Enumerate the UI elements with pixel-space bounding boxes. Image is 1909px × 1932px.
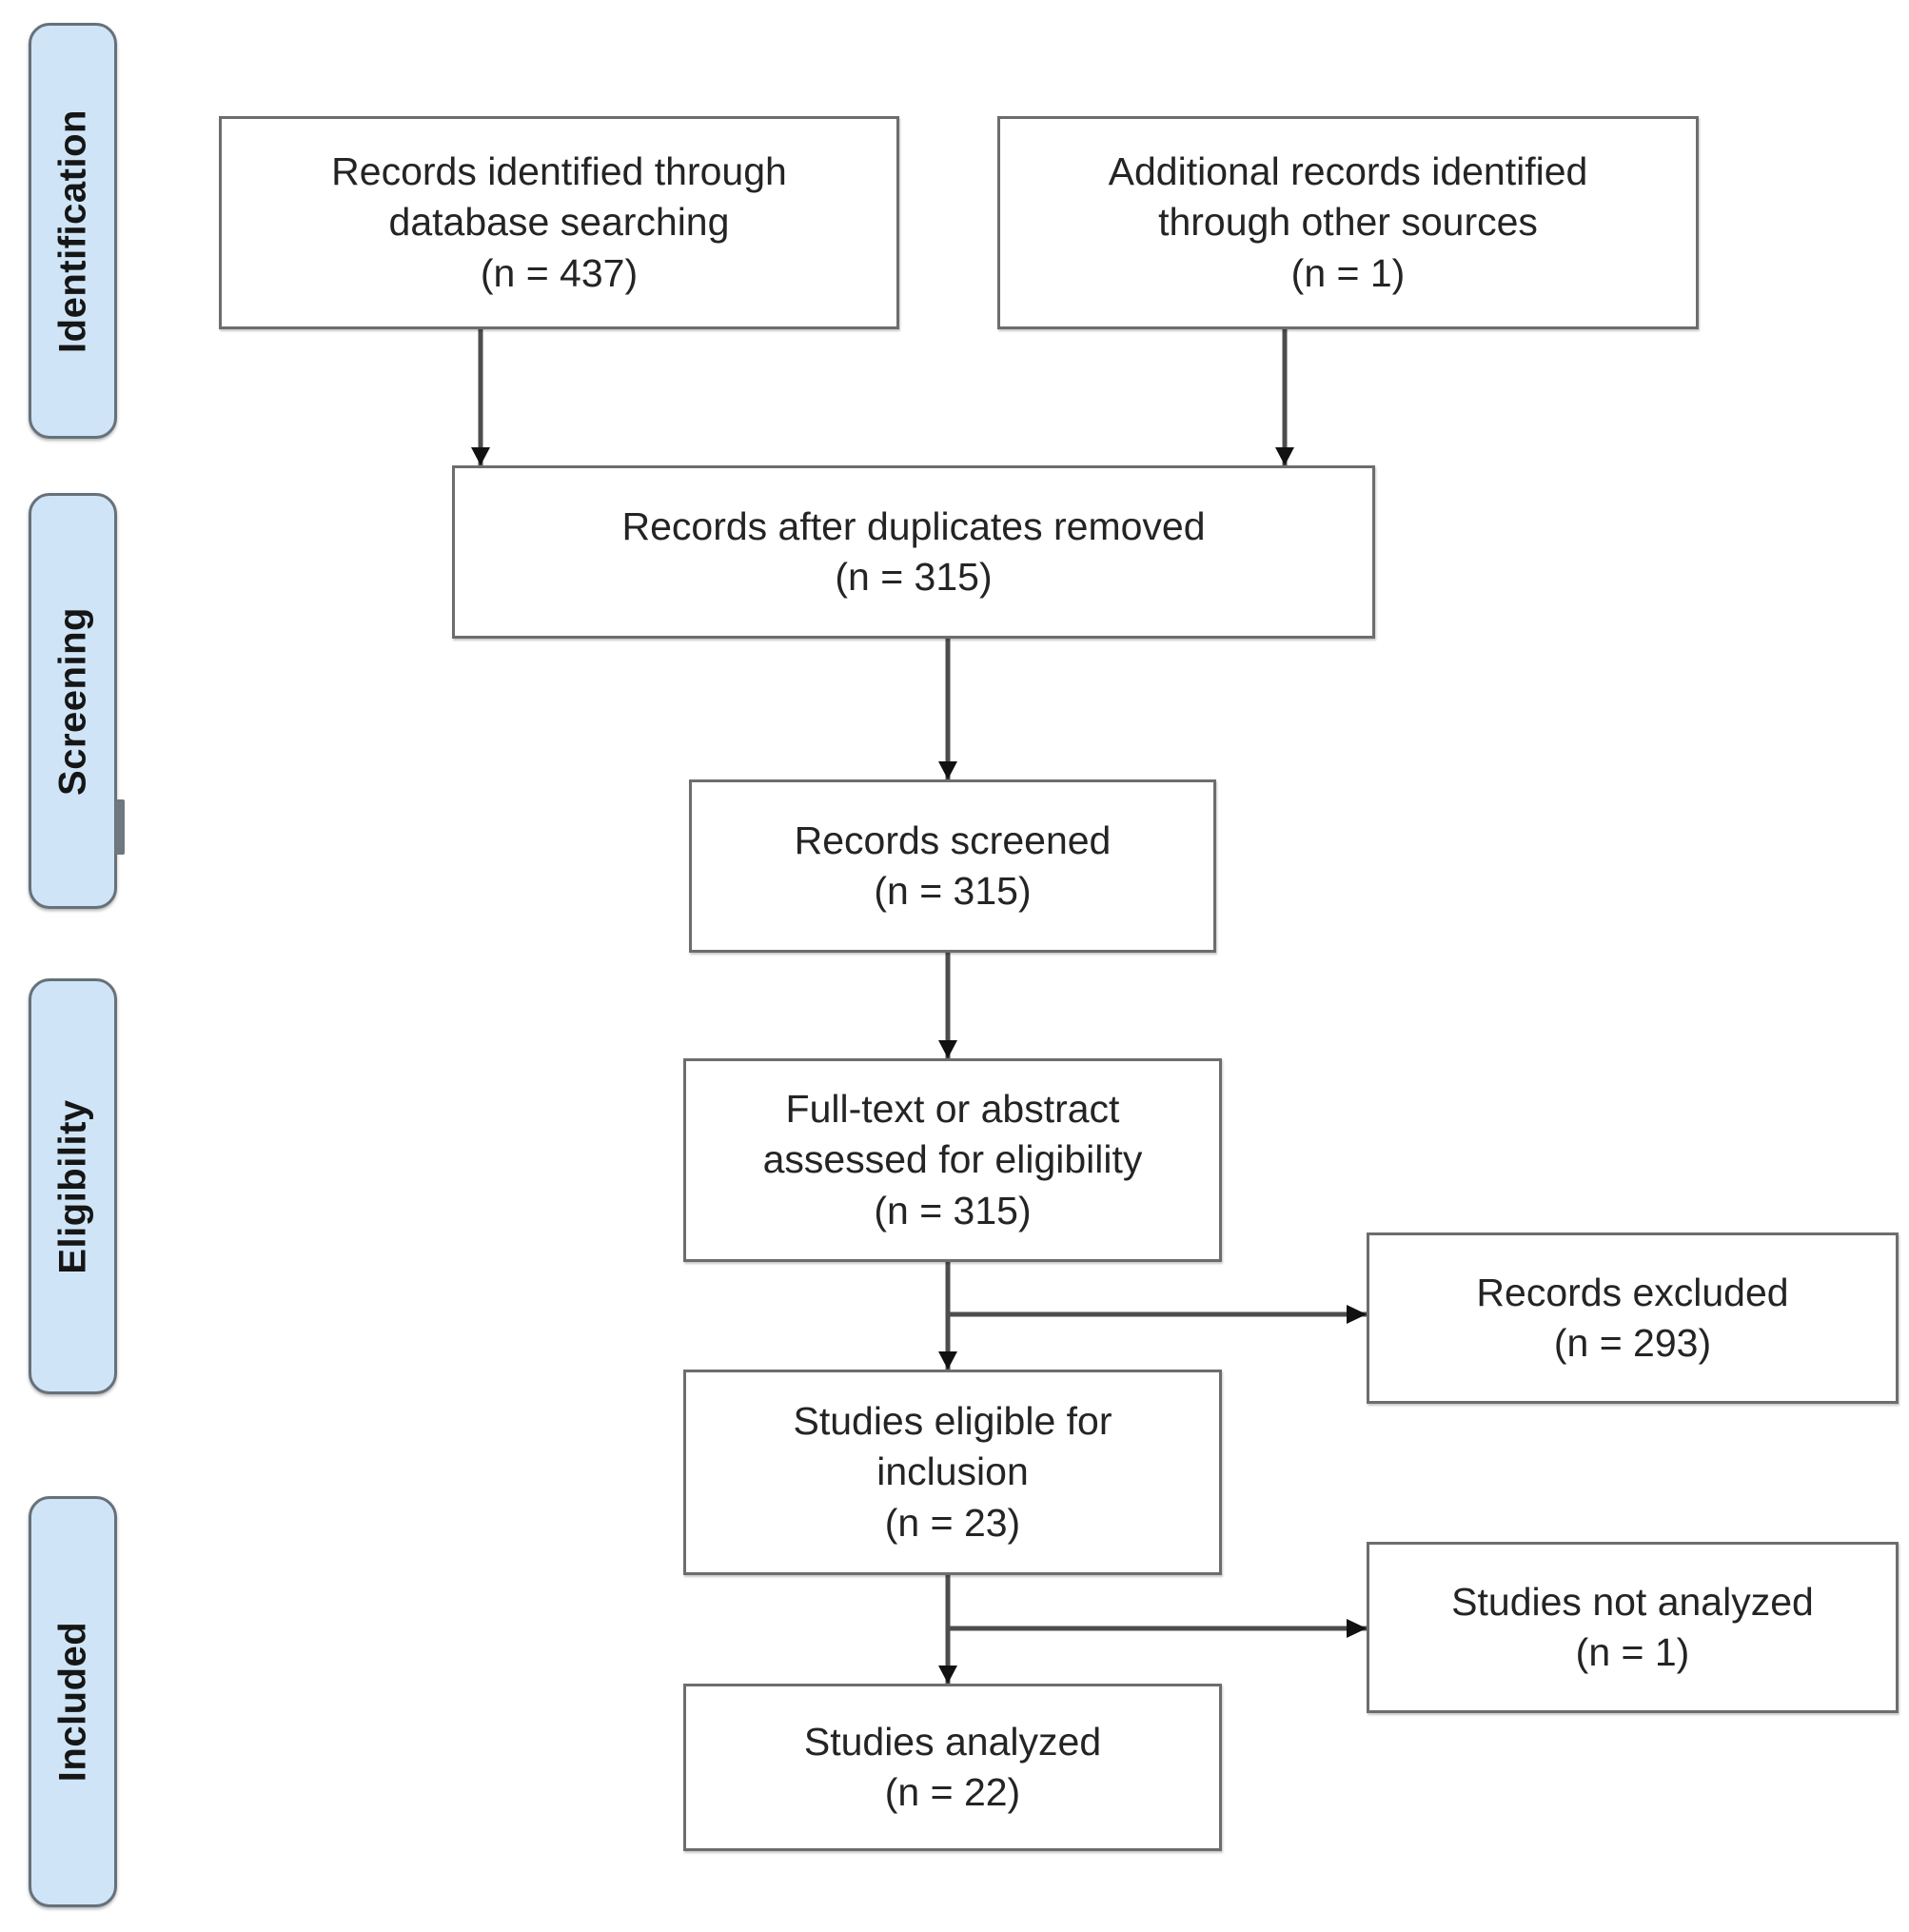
box-records-identified-database: Records identified through database sear… bbox=[219, 116, 899, 329]
stage-included-label: Included bbox=[51, 1621, 93, 1783]
stage-included: Included bbox=[29, 1496, 117, 1907]
box-studies-eligible-for-inclusion-text: Studies eligible for inclusion (n = 23) bbox=[793, 1399, 1112, 1545]
stage-screening-edge-tab bbox=[115, 799, 125, 855]
stage-eligibility-label: Eligibility bbox=[51, 1098, 93, 1274]
stage-identification: Identification bbox=[29, 23, 117, 439]
box-studies-analyzed-text: Studies analyzed (n = 22) bbox=[803, 1719, 1102, 1814]
box-records-excluded: Records excluded (n = 293) bbox=[1367, 1232, 1899, 1404]
box-records-screened: Records screened (n = 315) bbox=[689, 779, 1216, 953]
box-full-text-assessed-for-eligibility: Full-text or abstract assessed for eligi… bbox=[683, 1058, 1222, 1262]
box-records-excluded-text: Records excluded (n = 293) bbox=[1476, 1270, 1789, 1365]
box-full-text-assessed-for-eligibility-text: Full-text or abstract assessed for eligi… bbox=[762, 1087, 1143, 1232]
box-additional-records-other-sources-text: Additional records identified through ot… bbox=[1108, 149, 1588, 295]
box-studies-not-analyzed-text: Studies not analyzed (n = 1) bbox=[1451, 1579, 1814, 1674]
box-studies-eligible-for-inclusion: Studies eligible for inclusion (n = 23) bbox=[683, 1370, 1222, 1575]
stage-screening-label: Screening bbox=[51, 606, 93, 796]
box-records-after-duplicates-removed: Records after duplicates removed (n = 31… bbox=[452, 465, 1375, 639]
box-additional-records-other-sources: Additional records identified through ot… bbox=[997, 116, 1699, 329]
stage-screening: Screening bbox=[29, 493, 117, 909]
box-records-screened-text: Records screened (n = 315) bbox=[794, 818, 1112, 913]
box-studies-not-analyzed: Studies not analyzed (n = 1) bbox=[1367, 1542, 1899, 1713]
stage-eligibility: Eligibility bbox=[29, 978, 117, 1394]
box-records-identified-database-text: Records identified through database sear… bbox=[331, 149, 787, 295]
stage-identification-label: Identification bbox=[51, 108, 93, 353]
box-studies-analyzed: Studies analyzed (n = 22) bbox=[683, 1684, 1222, 1851]
box-records-after-duplicates-removed-text: Records after duplicates removed (n = 31… bbox=[621, 503, 1206, 599]
